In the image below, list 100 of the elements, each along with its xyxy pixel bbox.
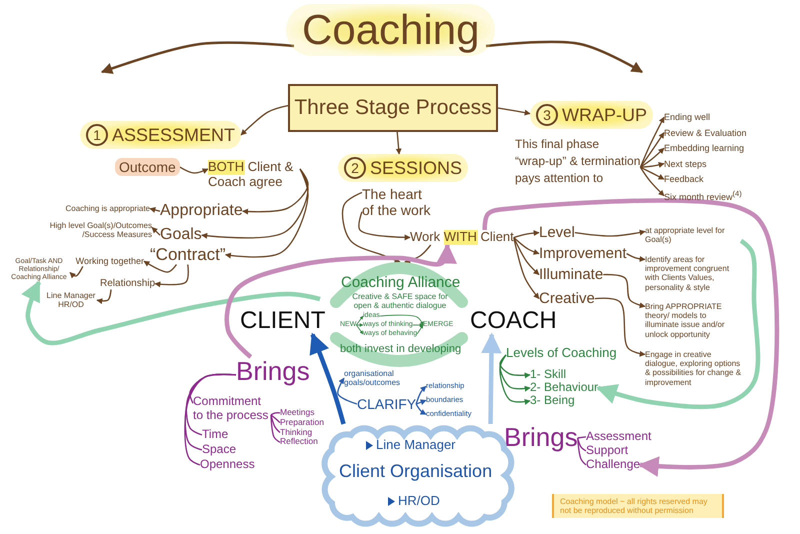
arrow [416,399,427,406]
note-text: Identify areas for improvement congruent with Clients Values, personality & style [645,255,741,292]
curved-arrow [310,332,346,425]
heading-label: Brings [504,423,578,453]
arrow [356,324,364,334]
list-item: Preparation [280,418,324,428]
list-item: Thinking [280,428,312,438]
branch-label: Appropriate [160,202,243,220]
arrow [152,226,160,236]
curved-arrow [596,238,760,410]
arrow [356,316,364,326]
note-text: at appropriate level for Goal(s) [645,226,741,244]
note-text: Relationship [100,278,156,290]
note-text: Engage in creative dialogue, exploring options & possibilities for change & improvement [645,350,743,387]
arrow [149,207,160,213]
bracket-line [578,436,586,439]
arrow [201,168,309,239]
section-heading: WRAP-UP [562,104,647,126]
arrow [412,323,424,327]
list-item: Reflection [280,437,318,448]
arrow [499,354,531,378]
arrow [154,264,189,288]
bullet-text: HR/OD [398,494,440,509]
arrow [240,104,288,136]
highlighted-label: Outcome [115,158,180,176]
arrow [242,168,309,215]
bullet-text: Line Manager [376,438,456,453]
bracket-line [184,374,236,466]
arrow [379,314,424,326]
list-item: Feedback [664,174,704,184]
list-item: 1- Skill [530,368,566,382]
branch-label: Level [539,224,575,242]
list-item: 2- Behaviour [530,381,598,395]
ring-heading: Coaching Alliance [341,274,460,292]
heading-label: Levels of Coaching [506,346,617,361]
arrow [640,166,664,196]
section-heading: SESSIONS [370,158,462,178]
list-item: Meetings [280,408,314,418]
highlight-band [338,154,468,182]
note-text: Bring APPROPRIATE theory/ models to illuminate issue and/or unlock opportunity [645,302,741,339]
arrow [416,386,426,404]
arrow [224,168,309,258]
arrow [342,192,401,263]
highlight-band [530,101,653,129]
arrow [626,253,646,262]
branch-label: Creative [539,290,595,308]
list-item: Embedding learning [664,143,744,154]
body-text: The heart of the work [362,186,434,218]
arrow [640,148,664,168]
arrow [513,236,540,255]
arrow [594,298,646,357]
arrow [513,237,540,300]
heading-label: CLIENT [240,307,326,335]
step-number: 1 [86,124,108,146]
section-heading: ASSESSMENT [112,124,236,146]
ring-caption: both invest in developing [340,343,462,356]
arrow [416,324,424,334]
step-number: 3 [536,104,558,126]
bracket-line [577,438,586,466]
arrow [640,116,665,168]
step-number: 2 [344,157,366,179]
arrow [640,166,665,180]
list-item: Time [202,428,228,442]
list-item: Review & Evaluation [664,128,747,138]
arrow [96,289,112,304]
arrow [574,230,646,237]
arrow [356,323,364,327]
list-item: Openness [200,458,255,472]
list-item: Assessment [586,430,652,444]
branch-label: Improvement [539,245,627,262]
arrow [416,404,427,415]
curved-arrow [224,242,457,359]
copyright-note: Coaching model ~ all rights reserved may not be reproduced without permission [552,494,724,518]
ring-text: Creative & SAFE space for open & authentic dialogue [351,292,449,310]
curved-arrow [21,280,321,346]
bracket-line [270,414,280,424]
list-item: 3- Being [530,394,575,408]
process-box [288,84,498,132]
list-item: Commitment to the process [193,395,271,423]
arrow [499,354,531,405]
branch-label: Illuminate [539,266,604,284]
title: Coaching [286,4,496,56]
cloud-heading: Client Organisation [339,461,492,482]
arrow [144,260,177,273]
bracket-line [270,412,280,416]
note-text: organisational goals/outcomes [344,369,404,388]
heading-label: COACH [470,307,557,335]
bracket-line [577,438,586,452]
note-text: High level Goal(s)/Outcomes /Success Measures [44,221,152,240]
branch-label: Goals [160,226,202,244]
note-text: Working together [72,256,144,266]
arrow [514,230,540,238]
arrow [498,107,531,116]
arrow [404,244,432,264]
arrow [358,212,411,240]
branch-label: CLARIFY [357,396,416,412]
note-text: Coaching is appropriate [50,204,150,214]
arrow [179,166,209,174]
list-item: Six month review$^{(4)}$ [664,190,742,202]
arrow [513,237,540,276]
